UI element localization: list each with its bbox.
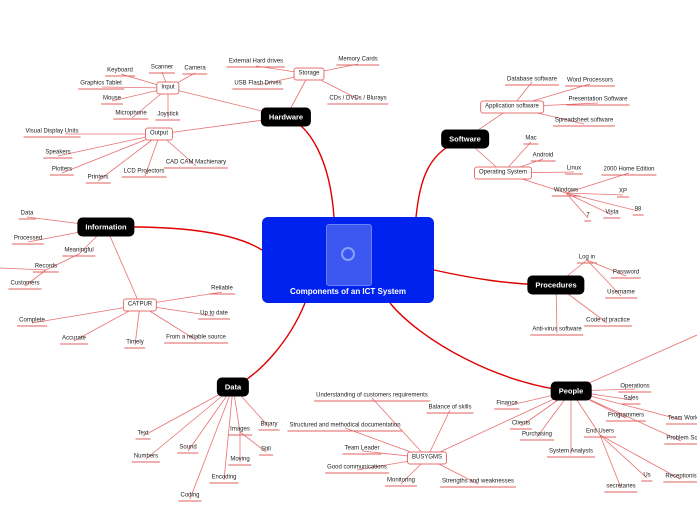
node-strengths-weaknesses[interactable]: Strengths and weaknesses — [439, 479, 517, 488]
node-operations[interactable]: Operations — [618, 384, 652, 393]
node-balance-of-skills[interactable]: Balance of skills — [426, 405, 474, 414]
node-graphics-tablet[interactable]: Graphics Tablet — [78, 81, 124, 90]
node-busygms[interactable]: BUSYGMS — [406, 451, 448, 465]
node-printers[interactable]: Printers — [85, 175, 111, 184]
node-word-processors[interactable]: Word Processors — [565, 78, 615, 87]
node-processed[interactable]: Processed — [11, 236, 45, 245]
node-android[interactable]: Android — [530, 153, 556, 162]
central-topic[interactable]: Components of an ICT System — [262, 217, 434, 303]
node-storage[interactable]: Storage — [293, 67, 325, 81]
node-records[interactable]: Records — [32, 264, 60, 273]
node-plotters[interactable]: Plotters — [49, 167, 75, 176]
node-memory-cards[interactable]: Memory Cards — [336, 57, 380, 66]
node-numbers[interactable]: Numbers — [131, 454, 161, 463]
node-finance[interactable]: Finance — [494, 401, 520, 410]
node-team-leader[interactable]: Team Leader — [342, 446, 382, 455]
node-still[interactable]: Still — [259, 447, 273, 456]
node-clients[interactable]: Clients — [509, 421, 533, 430]
node-linux[interactable]: Linux — [564, 166, 584, 175]
topic-software[interactable]: Software — [441, 129, 489, 149]
node-end-users[interactable]: End Users — [583, 429, 617, 438]
node-sales[interactable]: Sales — [621, 396, 641, 405]
node-problem-solving[interactable]: Problem So — [664, 436, 697, 445]
node-data[interactable]: Data — [18, 211, 36, 220]
node-timely[interactable]: Timely — [124, 340, 146, 349]
node-username[interactable]: Username — [605, 290, 637, 299]
node-code-of-practice[interactable]: Code of practice — [584, 318, 632, 327]
node-xp[interactable]: XP — [616, 189, 630, 198]
node-from-reliable-source[interactable]: From a reliable source — [164, 335, 228, 344]
image-placeholder-icon — [326, 224, 372, 286]
topic-people[interactable]: People — [550, 381, 592, 401]
node-operating-system[interactable]: Operating System — [473, 166, 533, 180]
node-98[interactable]: 98 — [632, 207, 644, 216]
node-text[interactable]: Text — [135, 431, 151, 440]
node-team-work[interactable]: Team Work — [665, 416, 697, 425]
node-usb-flash-drives[interactable]: USB Flash Drives — [232, 81, 284, 90]
node-coding[interactable]: Coding — [178, 493, 202, 502]
node-good-communications[interactable]: Good communications — [325, 465, 389, 474]
node-purchasing[interactable]: Purchasing — [519, 432, 555, 441]
node-images[interactable]: Images — [228, 427, 252, 436]
node-password[interactable]: Password — [610, 270, 642, 279]
node-scanner[interactable]: Scanner — [148, 65, 176, 74]
node-external-hard-drives[interactable]: External Hard drives — [226, 59, 286, 68]
node-vista[interactable]: Vista — [603, 210, 621, 219]
node-catpur[interactable]: CATPUR — [122, 298, 158, 312]
topic-information[interactable]: Information — [77, 217, 135, 237]
node-presentation-software[interactable]: Presentation Software — [566, 97, 630, 106]
node-meaningful[interactable]: Meaningful — [62, 248, 96, 257]
node-monitoring[interactable]: Monitoring — [384, 478, 418, 487]
node-up-to-date[interactable]: Up to date — [198, 311, 230, 320]
node-system-analysts[interactable]: System Analysts — [546, 449, 596, 458]
node-log-in[interactable]: Log in — [576, 255, 598, 264]
node-complete[interactable]: Complete — [17, 318, 47, 327]
node-receptionist[interactable]: Receptionis — [663, 474, 697, 483]
node-understanding-customers[interactable]: Understanding of customers requirements — [314, 393, 430, 402]
node-output[interactable]: Output — [144, 127, 174, 141]
node-accurate[interactable]: Accurate — [60, 336, 88, 345]
node-7[interactable]: 7 — [584, 213, 592, 222]
node-lcd-projectors[interactable]: LCD Projectors — [121, 169, 167, 178]
node-microphone[interactable]: Microphone — [113, 111, 149, 120]
node-application-software[interactable]: Application software — [480, 100, 544, 114]
node-programmers[interactable]: Programmers — [605, 413, 647, 422]
node-structured-documentation[interactable]: Structured and methodical documentation — [287, 423, 403, 432]
node-joystick[interactable]: Joystick — [155, 112, 181, 121]
node-2000-home-edition[interactable]: 2000 Home Edition — [601, 167, 657, 176]
node-cad-cam-machinery[interactable]: CAD CAM Machienary — [163, 160, 229, 169]
node-us[interactable]: Us — [641, 473, 653, 482]
node-encoding[interactable]: Encoding — [209, 475, 239, 484]
node-secretaries[interactable]: secretaries — [604, 484, 638, 493]
node-sound[interactable]: Sound — [177, 445, 199, 454]
node-mouse[interactable]: Mouse — [100, 96, 124, 105]
node-visual-display-units[interactable]: Visual Display Units — [23, 129, 81, 138]
node-spreadsheet-software[interactable]: Spreadsheet software — [552, 118, 616, 127]
topic-hardware[interactable]: Hardware — [260, 107, 312, 127]
node-customers[interactable]: Customers — [8, 281, 42, 290]
node-speakers[interactable]: Speakers — [43, 150, 73, 159]
node-reliable[interactable]: Reliable — [209, 286, 235, 295]
node-binary[interactable]: Binary — [258, 422, 280, 431]
node-moving[interactable]: Moving — [228, 457, 252, 466]
central-topic-title: Components of an ICT System — [289, 287, 406, 296]
topic-procedures[interactable]: Procedures — [527, 275, 585, 295]
topic-data[interactable]: Data — [216, 377, 250, 397]
node-input[interactable]: Input — [156, 81, 180, 95]
node-camera[interactable]: Camera — [182, 66, 208, 75]
node-cds-dvds-blurays[interactable]: CDs / DVDs / Blurays — [327, 96, 389, 105]
node-windows[interactable]: Windows — [551, 188, 581, 197]
node-anti-virus-software[interactable]: Anti-virus software — [530, 327, 584, 336]
node-mac[interactable]: Mac — [523, 136, 539, 145]
node-keyboard[interactable]: Keyboard — [105, 68, 135, 77]
node-database-software[interactable]: Database software — [504, 77, 560, 86]
